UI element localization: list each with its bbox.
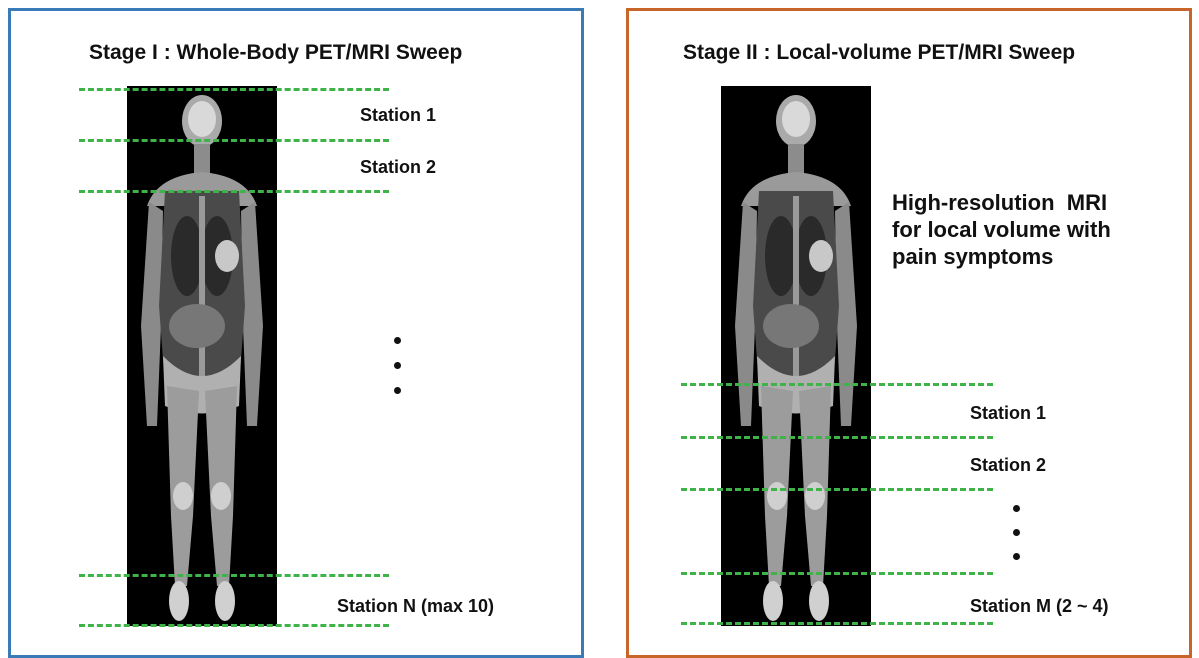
high-resolution-note: High-resolution MRI for local volume wit… bbox=[892, 189, 1111, 270]
station-label: Station M (2 ~ 4) bbox=[970, 596, 1109, 617]
note-line: for local volume with bbox=[892, 216, 1111, 243]
ellipsis-dot bbox=[1013, 529, 1020, 536]
station-label: Station N (max 10) bbox=[337, 596, 494, 617]
station-boundary-line bbox=[681, 622, 993, 625]
whole-body-mri-scan-image bbox=[127, 86, 277, 631]
station-boundary-line bbox=[681, 436, 993, 439]
ellipsis-dot bbox=[394, 362, 401, 369]
stage-2-title: Stage II : Local-volume PET/MRI Sweep bbox=[683, 41, 1075, 65]
station-boundary-line bbox=[681, 572, 993, 575]
note-line: High-resolution MRI bbox=[892, 189, 1111, 216]
station-boundary-line bbox=[681, 488, 993, 491]
station-boundary-line bbox=[79, 574, 389, 577]
station-label: Station 1 bbox=[360, 105, 436, 126]
note-line: pain symptoms bbox=[892, 243, 1111, 270]
station-label: Station 2 bbox=[970, 455, 1046, 476]
station-boundary-line bbox=[79, 139, 389, 142]
whole-body-mri-scan-image bbox=[721, 86, 871, 631]
ellipsis-dot bbox=[394, 337, 401, 344]
ellipsis-dot bbox=[1013, 505, 1020, 512]
station-boundary-line bbox=[79, 88, 389, 91]
stage-1-panel: Stage I : Whole-Body PET/MRI Sweep Stati… bbox=[8, 8, 584, 658]
station-boundary-line bbox=[79, 624, 389, 627]
station-boundary-line bbox=[681, 383, 993, 386]
ellipsis-dot bbox=[1013, 553, 1020, 560]
stage-2-panel: Stage II : Local-volume PET/MRI Sweep Hi… bbox=[626, 8, 1192, 658]
ellipsis-dot bbox=[394, 387, 401, 394]
station-label: Station 1 bbox=[970, 403, 1046, 424]
station-boundary-line bbox=[79, 190, 389, 193]
stage-1-title: Stage I : Whole-Body PET/MRI Sweep bbox=[89, 41, 462, 65]
station-label: Station 2 bbox=[360, 157, 436, 178]
